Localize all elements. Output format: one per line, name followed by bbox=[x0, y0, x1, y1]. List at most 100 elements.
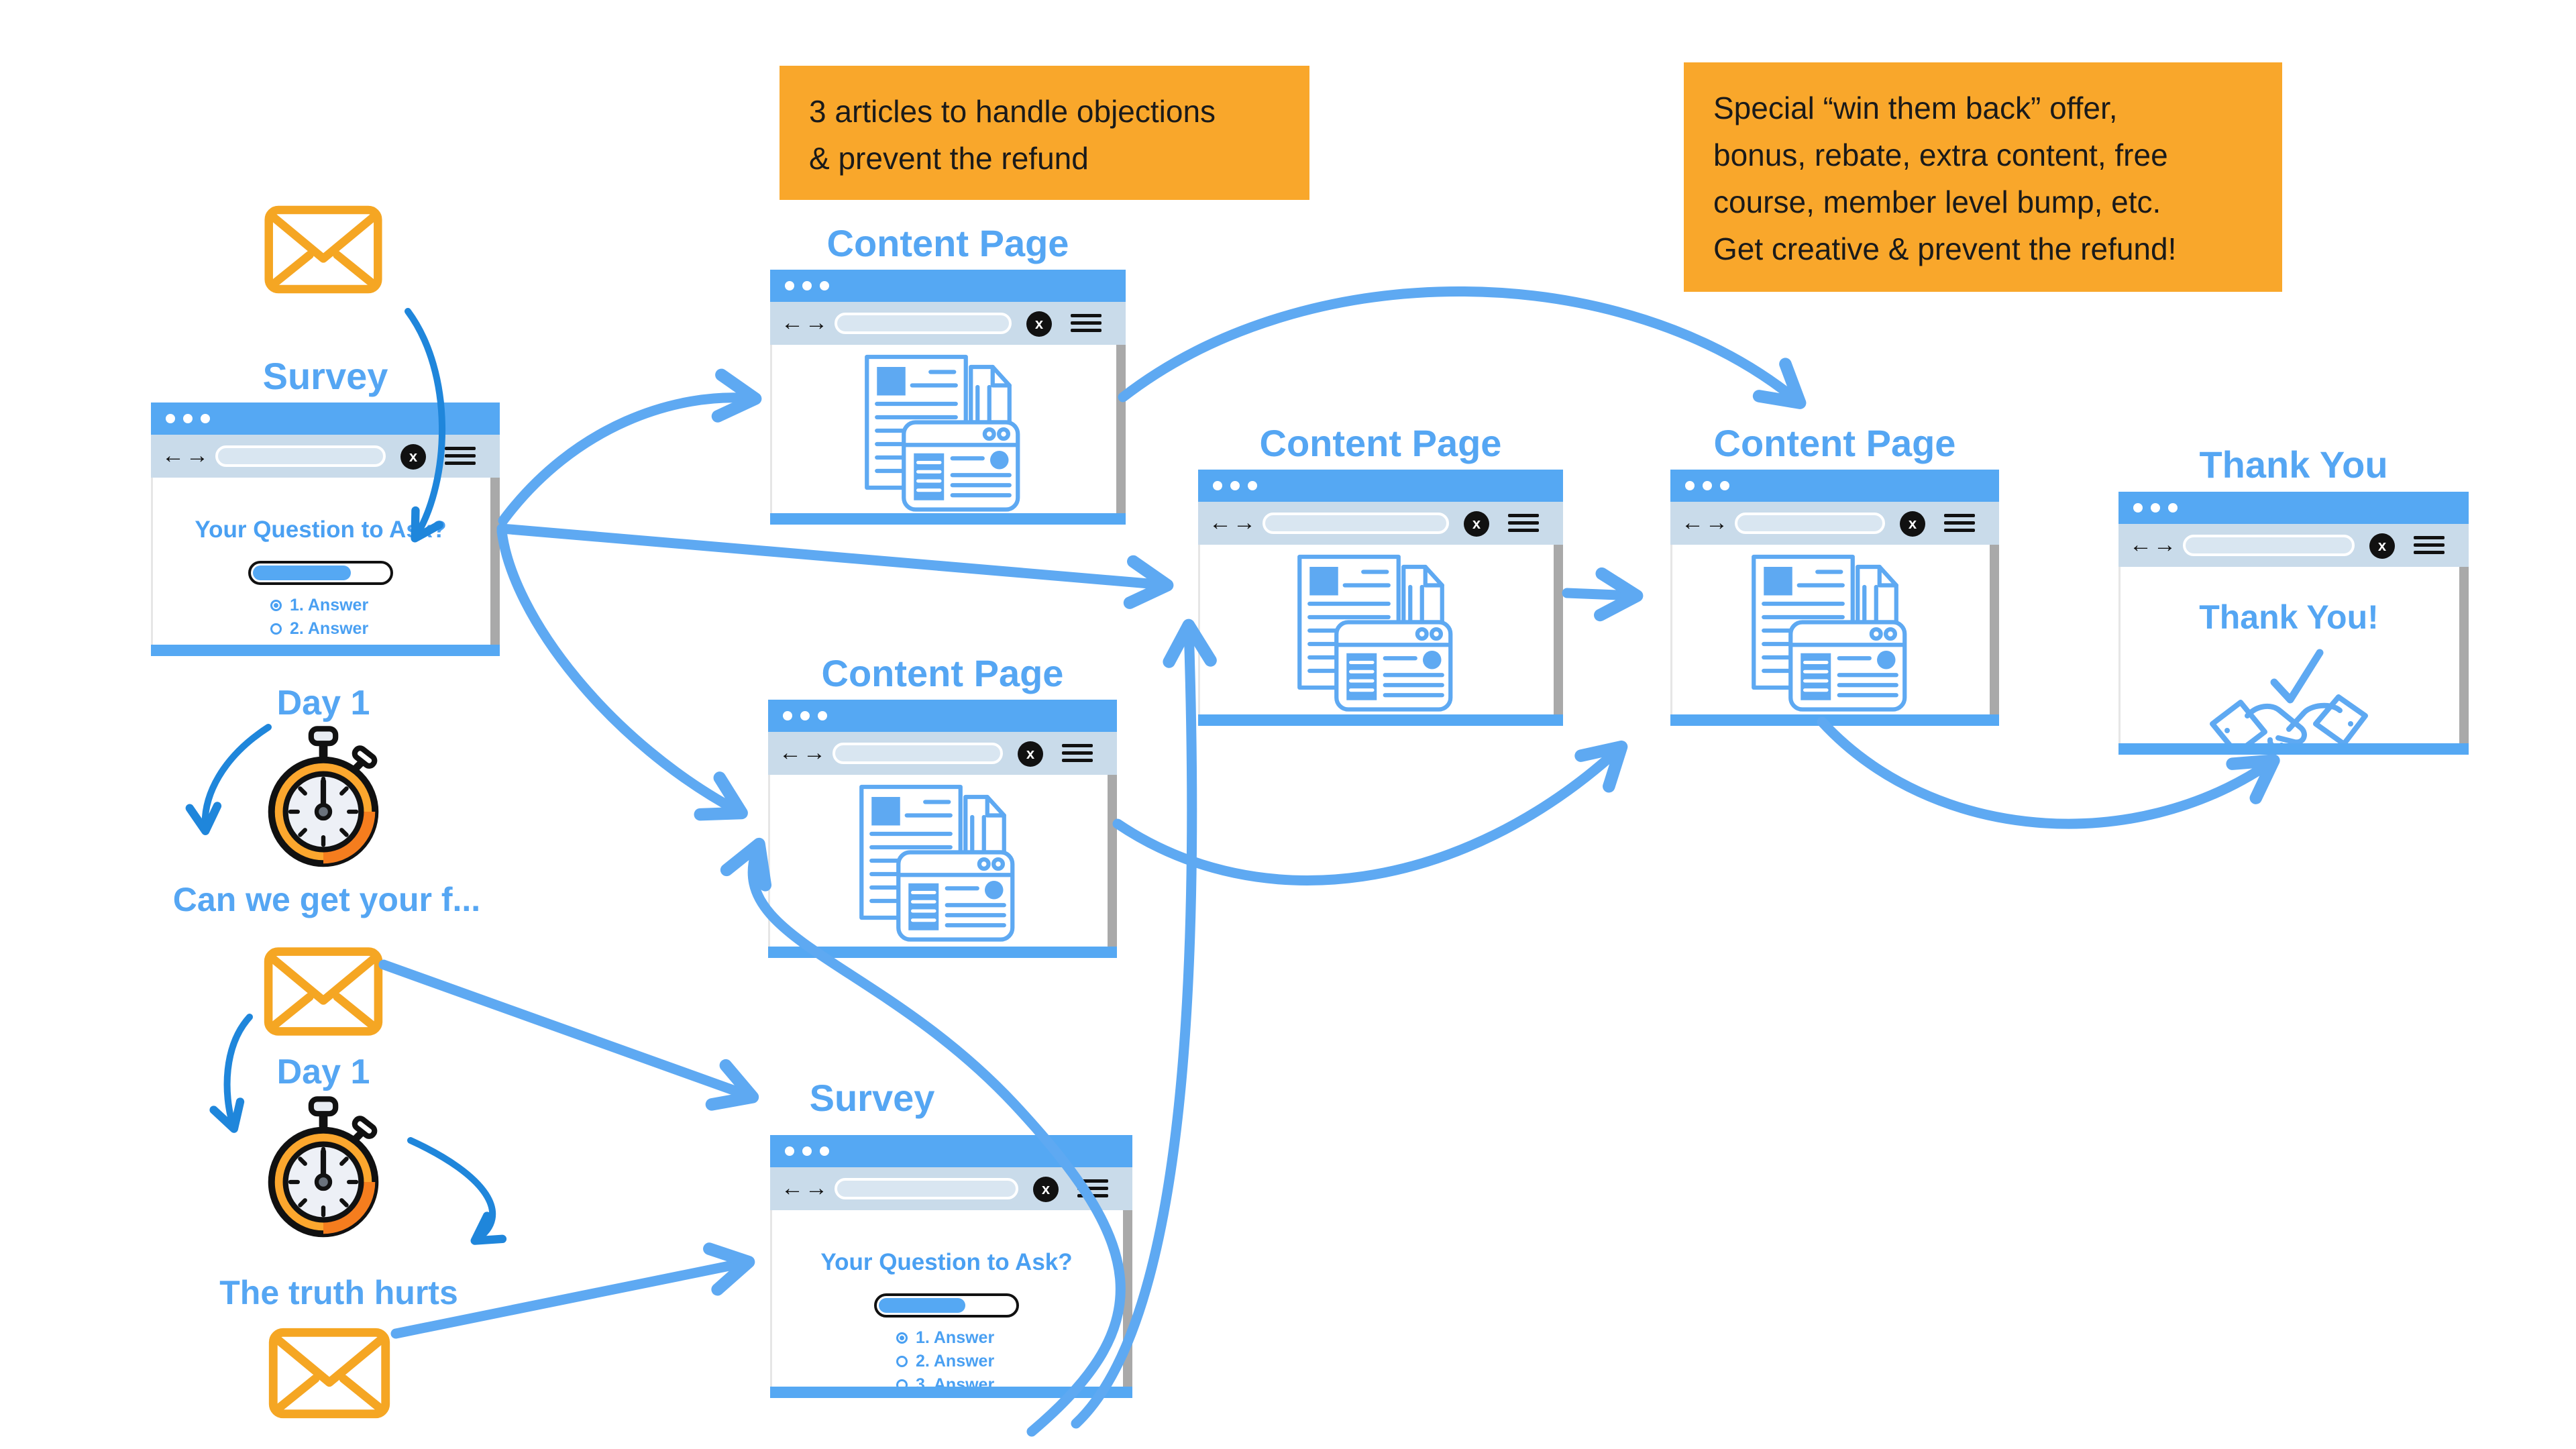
back-icon[interactable]: ← bbox=[781, 310, 804, 335]
back-icon[interactable]: ← bbox=[1681, 510, 1704, 535]
arrow-survey-to-content-top bbox=[498, 368, 762, 526]
window-dot-icon bbox=[1213, 481, 1222, 490]
back-icon[interactable]: ← bbox=[162, 443, 184, 468]
menu-icon[interactable] bbox=[445, 447, 476, 467]
window-dot-icon bbox=[1720, 481, 1729, 490]
scrollbar[interactable] bbox=[490, 478, 500, 645]
menu-icon[interactable] bbox=[1071, 314, 1102, 334]
radio-icon[interactable] bbox=[896, 1356, 908, 1367]
forward-icon[interactable]: → bbox=[1705, 510, 1728, 535]
window-dot-icon bbox=[802, 281, 812, 290]
close-icon[interactable]: x bbox=[1033, 1177, 1059, 1202]
close-icon[interactable]: x bbox=[1026, 311, 1052, 337]
window-address-bar: ← → x bbox=[770, 302, 1126, 345]
window-dot-icon bbox=[166, 414, 175, 423]
menu-icon[interactable] bbox=[1062, 744, 1093, 764]
url-field[interactable] bbox=[833, 743, 1003, 764]
window-bottom-bar bbox=[1198, 714, 1563, 726]
back-icon[interactable]: ← bbox=[1209, 510, 1232, 535]
window-dot-icon bbox=[183, 414, 193, 423]
back-icon[interactable]: ← bbox=[2129, 532, 2152, 557]
window-address-bar: ← → x bbox=[1198, 502, 1563, 545]
forward-icon[interactable]: → bbox=[805, 1175, 828, 1201]
radio-selected-icon[interactable] bbox=[896, 1332, 908, 1344]
answer-option[interactable]: 3. Answer bbox=[896, 1375, 997, 1387]
email-icon bbox=[263, 945, 384, 1038]
answer-list: 1. Answer 2. Answer 3. Answer bbox=[270, 596, 371, 645]
window-dot-icon bbox=[1248, 481, 1257, 490]
window-dot-icon bbox=[802, 1146, 812, 1156]
url-field[interactable] bbox=[835, 1178, 1018, 1199]
url-field[interactable] bbox=[835, 313, 1012, 334]
window-bottom-bar bbox=[2118, 743, 2469, 755]
url-field[interactable] bbox=[1735, 513, 1885, 534]
menu-icon[interactable] bbox=[1508, 514, 1539, 534]
answer-option[interactable]: 1. Answer bbox=[896, 1328, 997, 1348]
progress-bar bbox=[874, 1293, 1019, 1318]
menu-icon[interactable] bbox=[1944, 514, 1975, 534]
scrollbar[interactable] bbox=[1116, 345, 1126, 514]
window-dot-icon bbox=[800, 711, 810, 720]
forward-icon[interactable]: → bbox=[803, 740, 826, 765]
close-icon[interactable]: x bbox=[1900, 511, 1925, 537]
radio-icon[interactable] bbox=[270, 623, 282, 635]
answer-option[interactable]: 2. Answer bbox=[270, 619, 371, 639]
arrow-content-left-to-content-right bbox=[1112, 740, 1628, 885]
thank-you-message: Thank You! bbox=[2199, 598, 2379, 636]
close-icon[interactable]: x bbox=[1018, 741, 1043, 767]
radio-icon[interactable] bbox=[896, 1379, 908, 1387]
survey-bottom-label: Survey bbox=[809, 1077, 935, 1119]
scrollbar[interactable] bbox=[1123, 1210, 1132, 1387]
annotation-line: Get creative & prevent the refund! bbox=[1713, 231, 2177, 266]
scrollbar[interactable] bbox=[1108, 775, 1117, 947]
survey-page: Your Question to Ask? 1. Answer 2. Answe… bbox=[772, 1210, 1121, 1387]
email-icon bbox=[263, 205, 384, 294]
back-icon[interactable]: ← bbox=[779, 740, 802, 765]
window-address-bar: ← → x bbox=[151, 435, 500, 478]
window-address-bar: ← → x bbox=[2118, 524, 2469, 567]
annotation-line: bonus, rebate, extra content, free bbox=[1713, 137, 2168, 172]
scrollbar[interactable] bbox=[2459, 567, 2469, 744]
stopwatch-icon bbox=[256, 722, 390, 875]
forward-icon[interactable]: → bbox=[1233, 510, 1256, 535]
window-bottom-bar bbox=[770, 1387, 1132, 1398]
window-address-bar: ← → x bbox=[768, 732, 1117, 775]
back-icon[interactable]: ← bbox=[781, 1175, 804, 1201]
articles-annotation: 3 articles to handle objections & preven… bbox=[780, 66, 1309, 200]
scrollbar[interactable] bbox=[1990, 545, 1999, 715]
window-bottom-bar bbox=[770, 513, 1126, 525]
forward-icon[interactable]: → bbox=[805, 310, 828, 335]
annotation-line: & prevent the refund bbox=[809, 140, 1089, 176]
menu-icon[interactable] bbox=[2414, 536, 2445, 556]
answer-label: 2. Answer bbox=[916, 1352, 995, 1371]
window-bottom-bar bbox=[151, 645, 500, 656]
window-bottom-bar bbox=[768, 947, 1117, 958]
url-field[interactable] bbox=[2183, 535, 2355, 556]
progress-fill bbox=[879, 1298, 965, 1313]
documents-icon bbox=[1275, 550, 1477, 714]
menu-icon[interactable] bbox=[1077, 1179, 1108, 1199]
arrow-survey-to-content-left bbox=[496, 526, 748, 821]
forward-icon[interactable]: → bbox=[186, 443, 209, 468]
progress-fill bbox=[253, 566, 351, 580]
answer-label: 1. Answer bbox=[290, 596, 369, 614]
url-field[interactable] bbox=[215, 445, 386, 467]
content-right-label: Content Page bbox=[1713, 422, 1956, 464]
window-dot-icon bbox=[785, 1146, 794, 1156]
answer-list: 1. Answer 2. Answer 3. Answer bbox=[896, 1328, 997, 1387]
answer-option[interactable]: 2. Answer bbox=[896, 1352, 997, 1371]
close-icon[interactable]: x bbox=[2369, 533, 2395, 559]
answer-option[interactable]: 1. Answer bbox=[270, 596, 371, 615]
radio-selected-icon[interactable] bbox=[270, 600, 282, 611]
answer-option[interactable]: 3. Answer bbox=[270, 643, 371, 645]
close-icon[interactable]: x bbox=[1464, 511, 1489, 537]
close-icon[interactable]: x bbox=[400, 444, 426, 470]
url-field[interactable] bbox=[1263, 513, 1449, 534]
scrollbar[interactable] bbox=[1554, 545, 1563, 715]
window-address-bar: ← → x bbox=[1670, 502, 1999, 545]
survey-bottom-window: ← → x Your Question to Ask? 1. Answer 2.… bbox=[770, 1135, 1132, 1398]
content-left-window: ← → x bbox=[768, 700, 1117, 958]
content-right-window: ← → x bbox=[1670, 470, 1999, 726]
window-address-bar: ← → x bbox=[770, 1167, 1132, 1210]
forward-icon[interactable]: → bbox=[2153, 532, 2176, 557]
